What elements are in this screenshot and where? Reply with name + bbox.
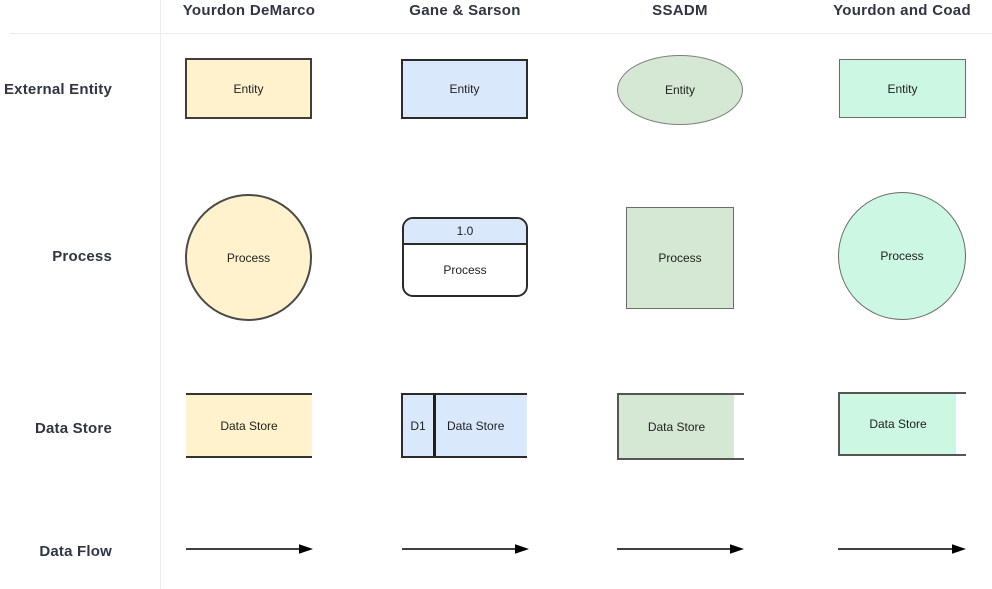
process-label: Process [880,249,924,263]
data-store-label: Data Store [447,418,505,433]
data-store-fill: Data Store [838,394,956,454]
data-store-label: Data Store [220,418,278,433]
data-store-id: D1 [410,418,426,433]
column-title-gane-sarson: Gane & Sarson [409,2,521,19]
entity-label: Entity [449,82,480,96]
column-title-yourdon-coad: Yourdon and Coad [833,2,971,19]
process-shape-ssadm: Process [626,207,734,309]
entity-label: Entity [664,83,695,97]
entity-shape-gane-sarson: Entity [401,59,528,119]
data-store-shape-gane-sarson: D1 Data Store [401,393,527,458]
row-label-process: Process [52,248,112,265]
data-store-name-cell: Data Store [436,395,527,456]
entity-shape-ssadm: Entity [617,55,743,125]
column-divider-line [160,0,161,589]
header-divider-line [10,33,992,34]
process-shape-gane-sarson: 1.0 Process [402,217,528,297]
data-store-shape-ssadm: Data Store [617,393,744,460]
data-flow-arrow-yourdon-coad [838,544,966,554]
data-store-label: Data Store [647,419,706,434]
data-flow-arrow-gane-sarson [402,544,529,554]
data-flow-arrow-ssadm [617,544,744,554]
row-label-data-store: Data Store [34,420,112,437]
data-store-label: Data Store [869,417,927,431]
entity-label: Entity [887,81,918,96]
data-store-shape-yourdon-demarco: Data Store [186,393,312,458]
data-store-shape-yourdon-coad: Data Store [838,392,966,456]
column-title-ssadm: SSADM [652,2,708,19]
data-store-fill: Data Store [617,395,734,458]
column-title-yourdon-demarco: Yourdon DeMarco [182,2,316,19]
row-label-external-entity: External Entity [3,81,112,98]
process-id-band: 1.0 [404,219,526,245]
data-flow-arrow-yourdon-demarco [186,544,313,554]
process-shape-yourdon-coad: Process [838,192,966,320]
process-id: 1.0 [456,224,474,238]
process-label: Process [443,263,487,277]
process-shape-yourdon-demarco: Process [185,194,312,321]
row-label-data-flow: Data Flow [39,543,112,560]
process-label: Process [658,251,702,265]
process-label: Process [226,250,271,265]
process-body: Process [404,245,526,295]
entity-shape-yourdon-demarco: Entity [185,58,312,119]
entity-shape-yourdon-coad: Entity [839,59,966,118]
data-store-id-cell: D1 [403,395,436,456]
entity-label: Entity [233,81,264,96]
